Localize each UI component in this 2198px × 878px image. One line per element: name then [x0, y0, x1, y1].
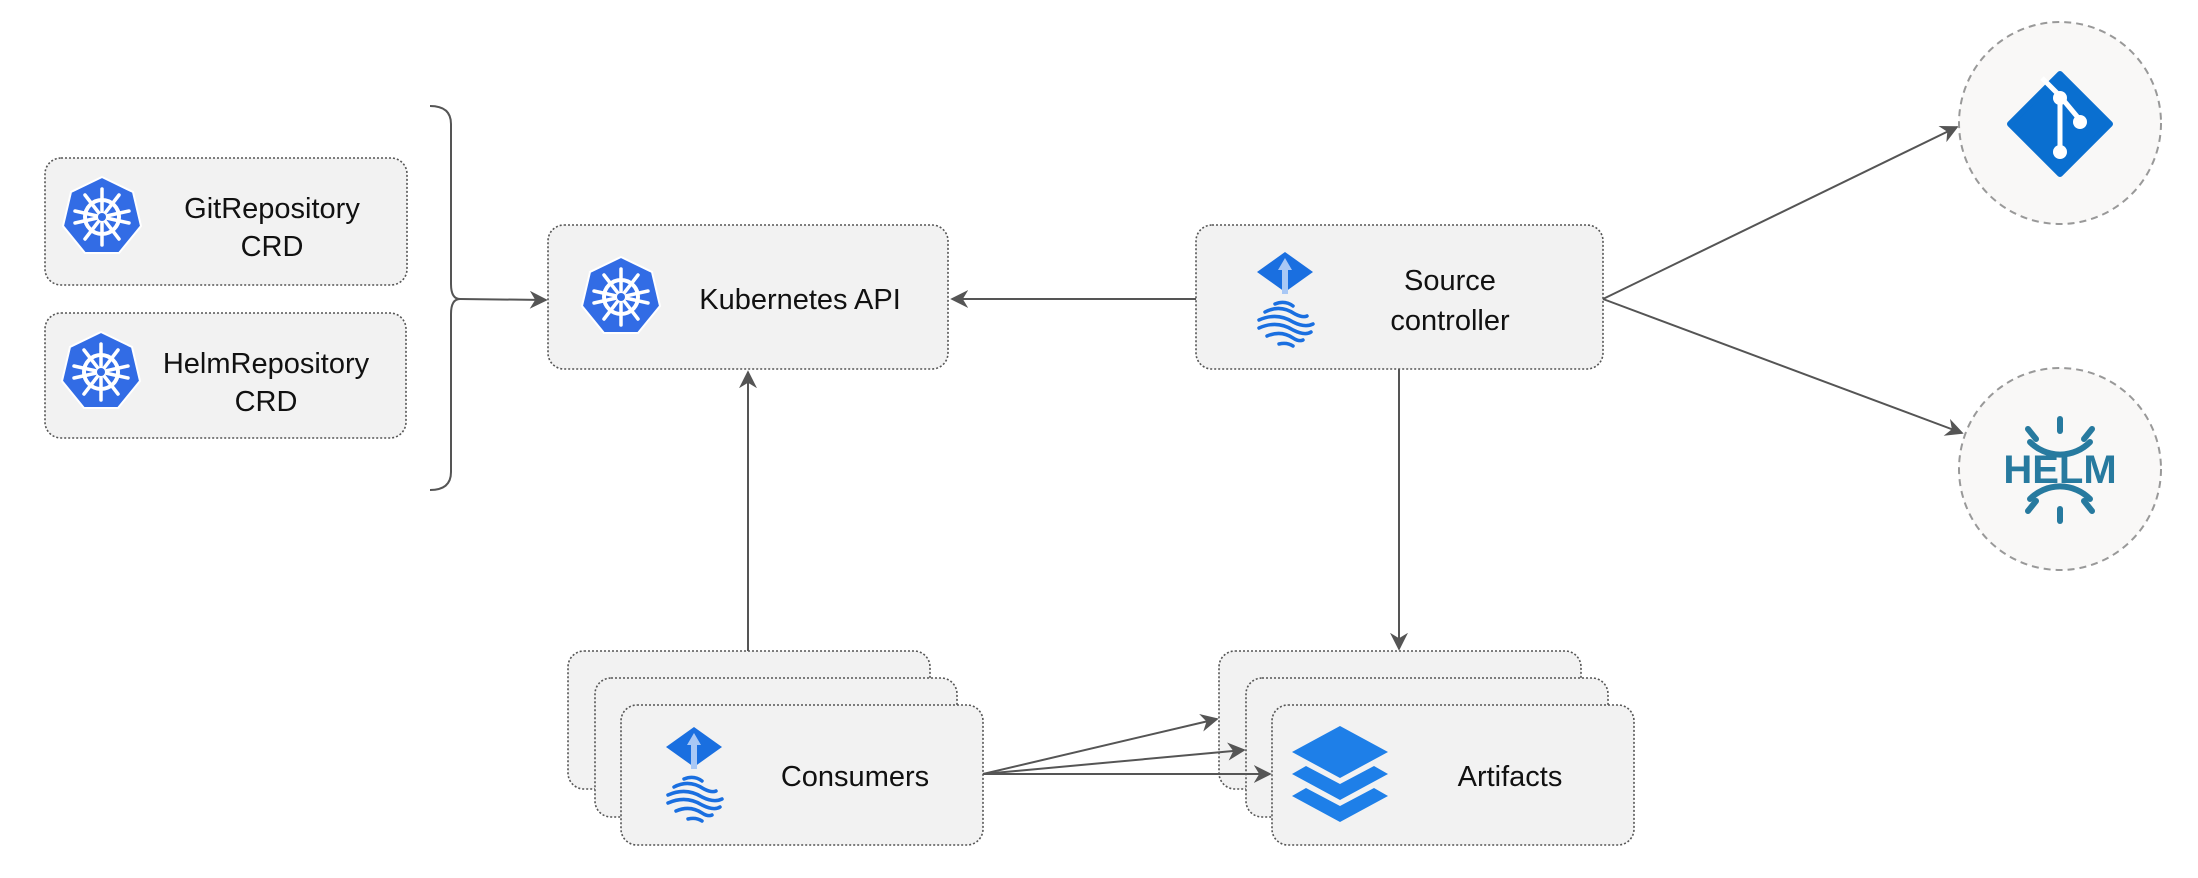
- node-label: Consumers: [781, 761, 929, 793]
- grouping-brace: [429, 105, 461, 491]
- artifacts-node[interactable]: Artifacts: [1218, 650, 1635, 846]
- git-icon: [2007, 71, 2113, 177]
- source-controller-node[interactable]: Source controller: [1195, 224, 1604, 370]
- edge-source-to-git: [1602, 125, 1959, 300]
- node-label: HelmRepository: [163, 348, 370, 380]
- helm-icon: [2025, 416, 2095, 524]
- layers-icon: [1292, 726, 1388, 822]
- node-label: controller: [1390, 305, 1510, 337]
- node-label: Source: [1404, 265, 1496, 297]
- helm-logo-text: HELM: [2003, 448, 2116, 492]
- edge-source-to-helm: [1602, 298, 1964, 436]
- node-label: Artifacts: [1458, 761, 1563, 793]
- edge-consumers-to-artifacts: [982, 713, 1219, 775]
- edge-consumers-to-artifacts: [982, 742, 1246, 775]
- node-label: CRD: [235, 386, 298, 418]
- consumers-node[interactable]: Consumers: [567, 650, 984, 846]
- node-label: GitRepository: [184, 193, 360, 225]
- git-node[interactable]: [1958, 21, 2162, 225]
- helm-repository-crd-node[interactable]: HelmRepository CRD: [44, 312, 407, 439]
- git-repository-crd-node[interactable]: GitRepository CRD: [44, 157, 408, 286]
- kubernetes-api-node[interactable]: Kubernetes API: [547, 224, 949, 370]
- edge-crds-to-api: [459, 290, 548, 309]
- node-label: CRD: [241, 231, 304, 263]
- helm-node[interactable]: HELM: [1958, 367, 2162, 571]
- node-label: Kubernetes API: [699, 284, 901, 316]
